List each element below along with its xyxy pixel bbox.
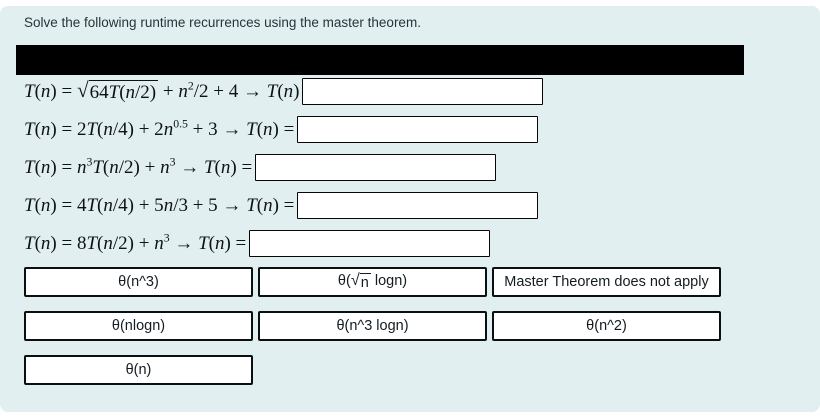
option-row: θ(n^3) θ(√n logn) Master Theorem does not … — [24, 267, 721, 297]
option-label: Master Theorem does not apply — [504, 274, 709, 290]
equation-3-row: T(n) = n3T(n/2) + n3 → T(n) = — [24, 153, 543, 182]
equation-5-text: T(n) = 8T(n/2) + n3 → T(n) = — [24, 231, 247, 254]
equation-2-answer-input[interactable] — [297, 116, 539, 143]
answer-options: θ(n^3) θ(√n logn) Master Theorem does not … — [24, 267, 721, 385]
option-label: θ(n^3) — [118, 274, 159, 290]
option-theta-n-cubed[interactable]: θ(n^3) — [24, 267, 253, 297]
option-theta-n2[interactable]: θ(n^2) — [492, 311, 721, 341]
equation-1-text: T(n) = √64T(n/2) + n2/2 + 4 → T(n) — [24, 77, 300, 103]
equation-1-row: T(n) = √64T(n/2) + n2/2 + 4 → T(n) — [24, 77, 544, 106]
option-theta-n[interactable]: θ(n) — [24, 355, 253, 385]
equation-4-text: T(n) = 4T(n/4) + 5n/3 + 5 → T(n) = — [24, 194, 295, 216]
option-label: θ(√n logn) — [337, 270, 408, 291]
quiz-panel: Solve the following runtime recurrences … — [0, 6, 820, 412]
equation-1-answer-input[interactable] — [302, 78, 544, 105]
sqrt-radical: √n — [350, 270, 371, 291]
option-theta-nlogn[interactable]: θ(nlogn) — [24, 311, 253, 341]
equation-5-row: T(n) = 8T(n/2) + n3 → T(n) = — [24, 229, 543, 258]
sqrt-radical: √64T(n/2) — [76, 77, 159, 103]
equation-2-row: T(n) = 2T(n/4) + 2n0.5 + 3 → T(n) = — [24, 115, 543, 144]
option-label: θ(n) — [125, 362, 152, 378]
equation-5-answer-input[interactable] — [249, 230, 491, 257]
option-theta-n3-logn[interactable]: θ(n^3 logn) — [258, 311, 487, 341]
equation-2-text: T(n) = 2T(n/4) + 2n0.5 + 3 → T(n) = — [24, 117, 295, 140]
option-row: θ(n) — [24, 355, 721, 385]
option-master-theorem-does-not-apply[interactable]: Master Theorem does not apply — [492, 267, 721, 297]
option-theta-sqrt-n-logn[interactable]: θ(√n logn) — [258, 267, 487, 297]
option-row: θ(nlogn) θ(n^3 logn) θ(n^2) — [24, 311, 721, 341]
instructions-text: Solve the following runtime recurrences … — [24, 15, 421, 30]
option-label: θ(n^3 logn) — [336, 318, 409, 334]
equation-3-text: T(n) = n3T(n/2) + n3 → T(n) = — [24, 155, 253, 178]
equation-4-answer-input[interactable] — [297, 192, 539, 219]
option-label: θ(n^2) — [586, 318, 627, 334]
equation-4-row: T(n) = 4T(n/4) + 5n/3 + 5 → T(n) = — [24, 191, 543, 220]
equation-3-answer-input[interactable] — [255, 154, 497, 181]
redacted-bar — [16, 45, 744, 75]
equation-list: T(n) = √64T(n/2) + n2/2 + 4 → T(n) T(n) =… — [24, 77, 544, 258]
option-label: θ(nlogn) — [111, 318, 166, 334]
